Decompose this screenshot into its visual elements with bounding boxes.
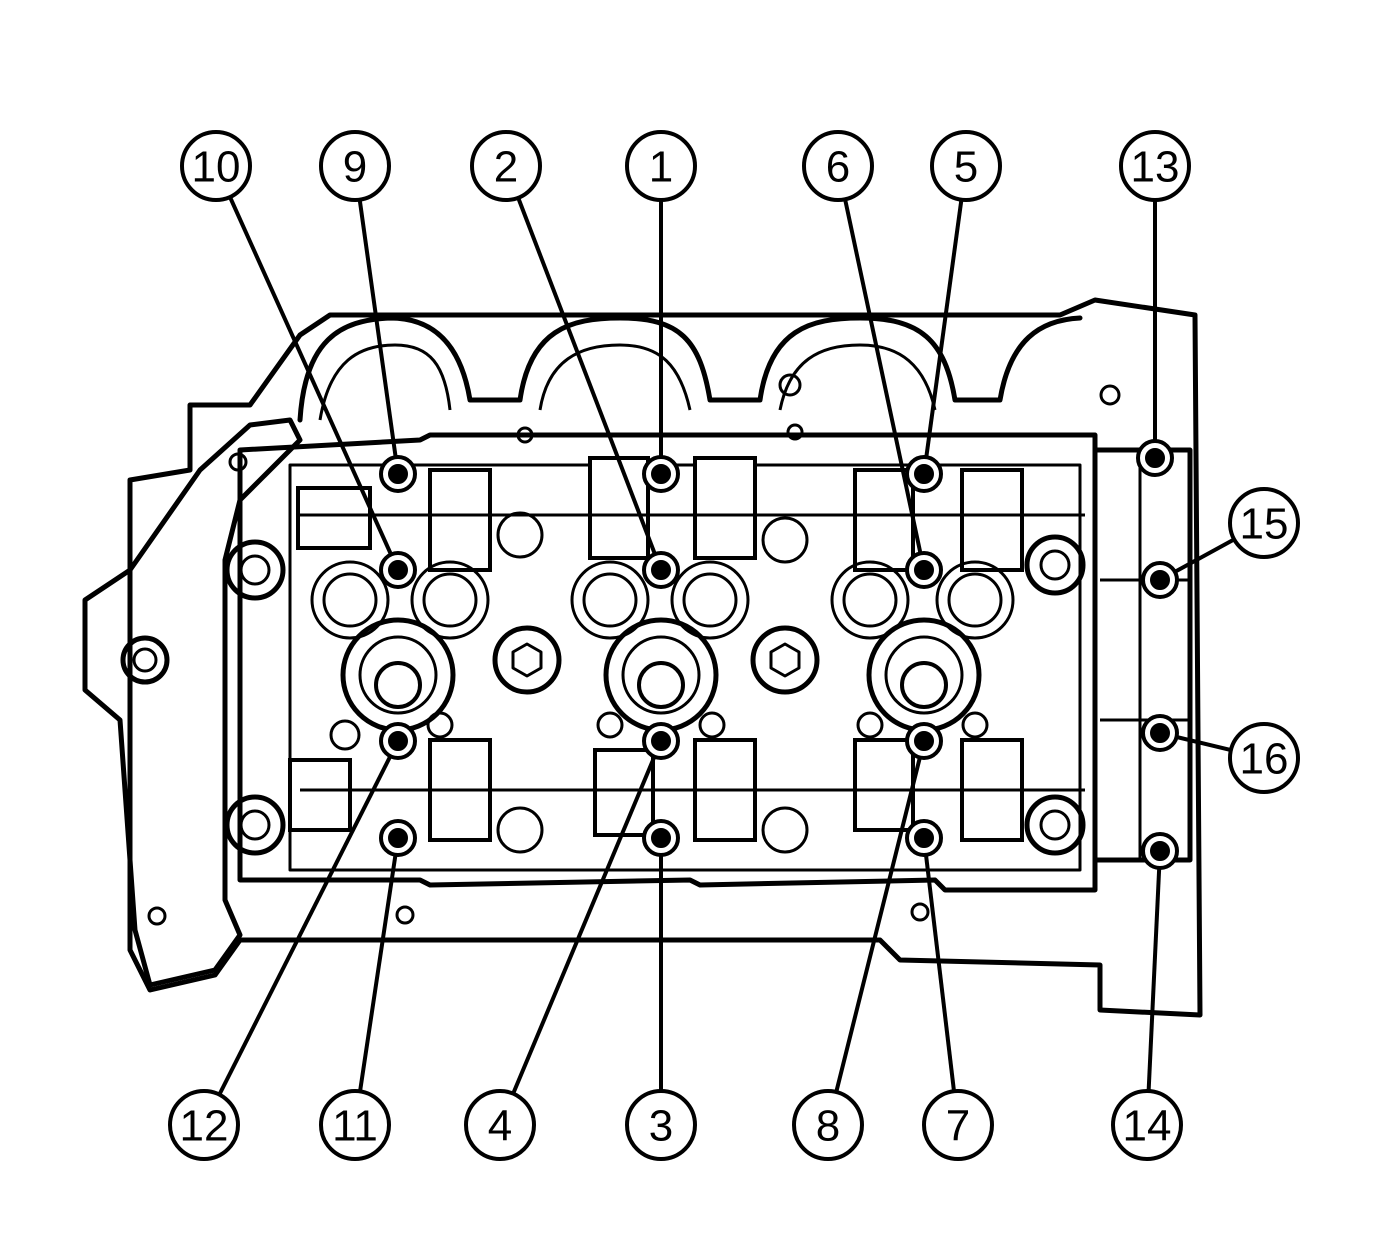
right-housing-detail bbox=[1100, 450, 1190, 860]
callout-circle bbox=[802, 130, 874, 202]
callout-number: 5 bbox=[954, 143, 978, 192]
callout-number: 10 bbox=[192, 143, 241, 192]
head-bolt-2 bbox=[642, 551, 680, 589]
callout-circle bbox=[180, 130, 252, 202]
leader-line-10 bbox=[228, 196, 400, 571]
callout-number: 4 bbox=[488, 1102, 512, 1151]
callout-16: 16 bbox=[1228, 722, 1300, 794]
callout-3: 3 bbox=[625, 1089, 697, 1161]
callout-14: 14 bbox=[1111, 1089, 1183, 1161]
spark-plug-wells bbox=[340, 617, 982, 733]
leader-line-14 bbox=[1146, 850, 1162, 1092]
leader-line-6 bbox=[843, 198, 926, 571]
right-housing bbox=[1092, 447, 1193, 863]
leader-line-11 bbox=[358, 837, 400, 1092]
callout-number: 2 bbox=[494, 143, 518, 192]
head-bolt-11 bbox=[379, 819, 417, 857]
callout-4: 4 bbox=[464, 1089, 536, 1161]
callout-circle bbox=[319, 130, 391, 202]
callout-circle bbox=[168, 1089, 240, 1161]
head-bolt-5 bbox=[905, 455, 943, 493]
callout-circle bbox=[930, 130, 1002, 202]
head-bolts bbox=[379, 439, 1179, 870]
callout-circle bbox=[1228, 722, 1300, 794]
head-bolt-9 bbox=[379, 455, 417, 493]
cam-deck-inner bbox=[288, 463, 1082, 872]
callout-12: 12 bbox=[168, 1089, 240, 1161]
head-bolt-10 bbox=[379, 551, 417, 589]
callout-circle bbox=[625, 130, 697, 202]
cam-deck-outline bbox=[237, 432, 1098, 893]
head-outer-outline bbox=[127, 297, 1203, 1018]
head-bolt-13 bbox=[1136, 439, 1174, 477]
head-bolt-4 bbox=[642, 722, 680, 760]
camshaft-axes bbox=[300, 513, 1085, 792]
head-bolt-7 bbox=[905, 819, 943, 857]
leader-line-12 bbox=[217, 740, 400, 1096]
head-bolt-8 bbox=[905, 722, 943, 760]
callout-circle bbox=[1228, 487, 1300, 559]
callout-2: 2 bbox=[470, 130, 542, 202]
head-bolt-6 bbox=[905, 551, 943, 589]
cylinder-head-drawing bbox=[82, 297, 1203, 1018]
leader-line-9 bbox=[357, 199, 400, 475]
callout-number: 13 bbox=[1131, 143, 1180, 192]
head-bolt-12 bbox=[379, 722, 417, 760]
callout-number: 11 bbox=[332, 1102, 378, 1151]
callout-circle bbox=[922, 1089, 994, 1161]
callout-number: 14 bbox=[1123, 1102, 1172, 1151]
corner-bosses bbox=[120, 373, 1121, 926]
callout-number: 1 bbox=[649, 143, 673, 192]
callout-circle bbox=[625, 1089, 697, 1161]
callout-circle bbox=[464, 1089, 536, 1161]
callout-9: 9 bbox=[319, 130, 391, 202]
callout-number: 8 bbox=[816, 1102, 840, 1151]
callout-number: 7 bbox=[946, 1102, 970, 1151]
top-runner-arches-inner bbox=[318, 343, 937, 421]
leader-line-2 bbox=[516, 197, 663, 571]
callout-number: 3 bbox=[649, 1102, 673, 1151]
callout-13: 13 bbox=[1119, 130, 1191, 202]
callout-5: 5 bbox=[930, 130, 1002, 202]
callout-circle bbox=[470, 130, 542, 202]
head-bolt-15 bbox=[1141, 561, 1179, 599]
head-bolt-3 bbox=[642, 819, 680, 857]
top-runner-arches bbox=[297, 315, 1083, 423]
callout-circle bbox=[1119, 130, 1191, 202]
callout-8: 8 bbox=[792, 1089, 864, 1161]
head-bolt-14 bbox=[1141, 832, 1179, 870]
head-bolt-1 bbox=[642, 455, 680, 493]
upper-cam-journals bbox=[296, 456, 1024, 572]
callout-6: 6 bbox=[802, 130, 874, 202]
callout-15: 15 bbox=[1228, 487, 1300, 559]
callout-number: 9 bbox=[343, 143, 367, 192]
leader-line-5 bbox=[922, 199, 964, 475]
callout-number: 16 bbox=[1240, 735, 1289, 784]
callout-number: 15 bbox=[1240, 500, 1289, 549]
callout-number: 6 bbox=[826, 143, 850, 192]
leader-line-8 bbox=[834, 740, 926, 1093]
leader-line-7 bbox=[922, 837, 956, 1092]
left-end-plate bbox=[82, 417, 303, 988]
callout-7: 7 bbox=[922, 1089, 994, 1161]
valve-springs bbox=[310, 560, 1015, 640]
callout-circle bbox=[319, 1089, 391, 1161]
callout-circle bbox=[1111, 1089, 1183, 1161]
callout-circle bbox=[792, 1089, 864, 1161]
callout-11: 11 bbox=[319, 1089, 391, 1161]
callout-number: 12 bbox=[180, 1102, 229, 1151]
leader-line-4 bbox=[511, 740, 663, 1095]
hex-plugs bbox=[492, 625, 820, 695]
head-bolt-16 bbox=[1141, 714, 1179, 752]
callout-10: 10 bbox=[180, 130, 252, 202]
callout-1: 1 bbox=[625, 130, 697, 202]
